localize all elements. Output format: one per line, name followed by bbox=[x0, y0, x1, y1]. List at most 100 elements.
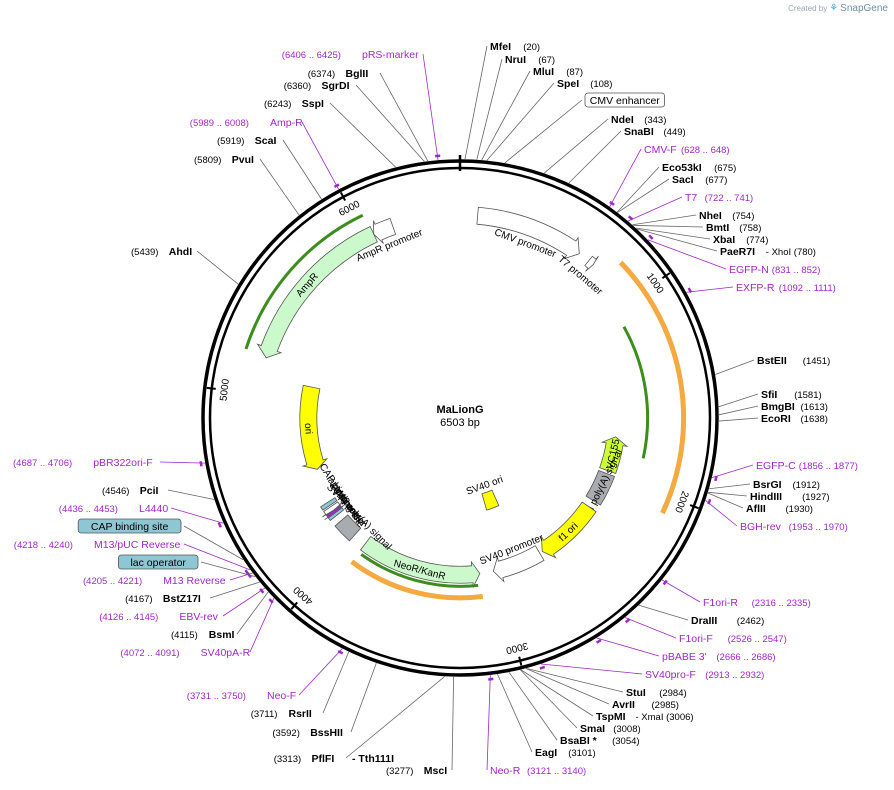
label-paer7i[interactable]: PaeR7I- XhoI (780) bbox=[720, 246, 816, 258]
label-bsmi[interactable]: BsmI(4115) bbox=[171, 629, 235, 641]
label-draiii[interactable]: DraIII(2462) bbox=[691, 615, 764, 627]
label-bmti[interactable]: BmtI(758) bbox=[706, 222, 761, 234]
leader-bsshii bbox=[350, 662, 377, 733]
label-avrii[interactable]: AvrII(2985) bbox=[612, 699, 679, 711]
label-ndei[interactable]: NdeI(343) bbox=[611, 114, 666, 126]
label-bsabi[interactable]: BsaBI *(3054) bbox=[560, 735, 640, 747]
label-f1ori-r[interactable]: F1ori-R(2316 .. 2335) bbox=[703, 597, 811, 609]
feature-sv40-polya[interactable] bbox=[334, 514, 362, 542]
label-pos-m13-puc-reverse: (4218 .. 4240) bbox=[14, 540, 73, 551]
label-pbr322ori-f[interactable]: pBR322ori-F(4687 .. 4706) bbox=[13, 457, 153, 469]
label-bsteii[interactable]: BstEII(1451) bbox=[757, 355, 830, 367]
label-pos-sfii: (1581) bbox=[794, 390, 821, 401]
feature-sv40-promoter[interactable] bbox=[492, 545, 545, 583]
label-hindiii[interactable]: HindIII(1927) bbox=[750, 491, 830, 503]
tick-label: 4000 bbox=[291, 584, 315, 607]
label-neo-f[interactable]: Neo-F(3731 .. 3750) bbox=[187, 690, 296, 702]
label-tspmi[interactable]: TspMI- XmaI (3006) bbox=[596, 711, 694, 723]
feature-cmv-promoter[interactable] bbox=[476, 206, 580, 260]
label-pflfi[interactable]: PflFI(3313)- Tth111I bbox=[274, 753, 394, 765]
label-sfii[interactable]: SfiI(1581) bbox=[761, 389, 822, 401]
label-bmgbi[interactable]: BmgBI(1613) bbox=[761, 401, 828, 413]
label-pbabe-3[interactable]: pBABE 3'(2666 .. 2686) bbox=[662, 651, 776, 663]
label-smai[interactable]: SmaI(3008) bbox=[580, 723, 641, 735]
label-bgh-rev[interactable]: BGH-rev(1953 .. 1970) bbox=[740, 521, 848, 533]
label-bstz17i[interactable]: BstZ17I(4167) bbox=[125, 593, 201, 605]
label-name-rsrii: RsrII bbox=[289, 708, 312, 720]
label-cmv-enhancer[interactable]: CMV enhancer bbox=[584, 92, 665, 108]
label-f1ori-f[interactable]: F1ori-F(2526 .. 2547) bbox=[679, 633, 787, 645]
label-egfp-c[interactable]: EGFP-C(1856 .. 1877) bbox=[756, 460, 858, 472]
label-aflii[interactable]: AflII(1930) bbox=[746, 503, 813, 515]
label-box-cmv-enhancer bbox=[584, 92, 665, 108]
label-spei[interactable]: SpeI(108) bbox=[557, 78, 612, 90]
label-pcii[interactable]: PciI(4546) bbox=[102, 485, 159, 497]
feature-sv40-ori[interactable] bbox=[481, 489, 500, 511]
feature-f1-ori[interactable] bbox=[541, 501, 597, 559]
label-eagi[interactable]: EagI(3101) bbox=[535, 747, 596, 759]
tick-label: 2000 bbox=[672, 489, 690, 514]
label-stui[interactable]: StuI(2984) bbox=[626, 687, 687, 699]
label-msci[interactable]: MscI(3277) bbox=[386, 765, 447, 777]
label-egfp-n[interactable]: EGFP-N(831 .. 852) bbox=[729, 264, 820, 276]
feature-lac-promoter[interactable] bbox=[322, 501, 344, 518]
label-cmv-f[interactable]: CMV-F(628 .. 648) bbox=[644, 144, 730, 156]
label-saci[interactable]: SacI(677) bbox=[672, 174, 727, 186]
label-pos-sgrdi: (6360) bbox=[284, 81, 311, 92]
label-nhei[interactable]: NheI (754) bbox=[699, 210, 754, 222]
label-pvui[interactable]: PvuI(5809) bbox=[194, 154, 254, 166]
label-pos-eagi: (3101) bbox=[568, 748, 595, 759]
label-amp-r[interactable]: Amp-R(5989 .. 6008) bbox=[190, 117, 303, 129]
feature-ampr[interactable] bbox=[256, 225, 378, 359]
label-bglii[interactable]: BglII(6374) bbox=[308, 68, 369, 80]
feature-vc155[interactable] bbox=[599, 436, 629, 474]
label-exfp-r[interactable]: EXFP-R(1092 .. 1111) bbox=[736, 282, 836, 294]
label-name-bsshii: BssHII bbox=[310, 727, 343, 739]
feature-bgh-polya[interactable] bbox=[585, 469, 616, 506]
label-bsrgi[interactable]: BsrGI(1912) bbox=[753, 479, 820, 491]
leader-t7 bbox=[627, 196, 683, 222]
feature-cap-binding-site[interactable] bbox=[320, 497, 338, 511]
label-rsrii[interactable]: RsrII(3711) bbox=[251, 708, 312, 720]
feature-t7-promoter[interactable] bbox=[584, 255, 599, 272]
label-lac-operator-lbl[interactable]: lac operator bbox=[118, 554, 199, 570]
feature-ori[interactable] bbox=[299, 384, 329, 470]
label-mlui[interactable]: MluI(87) bbox=[533, 66, 583, 78]
label-bsshii[interactable]: BssHII(3592) bbox=[272, 727, 343, 739]
label-prs-marker[interactable]: pRS-marker(6406 .. 6425) bbox=[282, 49, 419, 61]
label-name-msci: MscI bbox=[424, 765, 447, 777]
label-scai[interactable]: ScaI(5919) bbox=[217, 135, 276, 147]
label-snabi[interactable]: SnaBI(449) bbox=[624, 126, 686, 138]
label-name-nhei: NheI bbox=[699, 210, 722, 222]
label-name-draiii: DraIII bbox=[691, 615, 717, 627]
leader-sspi bbox=[329, 102, 396, 168]
label-xbai[interactable]: XbaI(774) bbox=[713, 234, 768, 246]
label-nrui[interactable]: NruI(67) bbox=[505, 54, 555, 66]
label-neo-r[interactable]: Neo-R(3121 .. 3140) bbox=[490, 765, 586, 777]
label-m13-puc-reverse[interactable]: M13/pUC Reverse(4218 .. 4240) bbox=[14, 539, 181, 551]
feature-label-t7-promoter: T7 promoter bbox=[556, 254, 605, 298]
feature-lac-operator[interactable] bbox=[327, 507, 345, 522]
label-sspi[interactable]: SspI(6243) bbox=[264, 98, 324, 110]
label-sv40pro-f[interactable]: SV40pro-F(2913 .. 2932) bbox=[645, 669, 764, 681]
label-cap-site-lbl[interactable]: CAP binding site bbox=[77, 518, 182, 534]
label-name-bglii: BglII bbox=[346, 68, 369, 80]
label-sgrdi[interactable]: SgrDI(6360) bbox=[284, 80, 350, 92]
label-name-neo-f: Neo-F bbox=[267, 690, 296, 702]
label-eco53ki[interactable]: Eco53kI(675) bbox=[662, 162, 736, 174]
tick-label: 5000 bbox=[218, 378, 232, 402]
label-sv40pa-r[interactable]: SV40pA-R(4072 .. 4091) bbox=[120, 647, 250, 659]
label-l4440[interactable]: L4440(4436 .. 4453) bbox=[59, 503, 169, 515]
label-ecori[interactable]: EcoRI(1638) bbox=[761, 413, 828, 425]
feature-neo-kanr[interactable] bbox=[359, 535, 481, 589]
label-ahdi[interactable]: AhdI(5439) bbox=[131, 246, 192, 258]
feature-ampr-promoter[interactable] bbox=[373, 217, 397, 244]
leader-msci bbox=[451, 676, 455, 771]
label-mfei[interactable]: MfeI(20) bbox=[490, 41, 540, 53]
tick-mark bbox=[661, 272, 671, 279]
label-m13-reverse[interactable]: M13 Reverse(4205 .. 4221) bbox=[83, 575, 226, 587]
label-ebv-rev[interactable]: EBV-rev(4126 .. 4145) bbox=[99, 611, 218, 623]
label-pos-nhei: (754) bbox=[732, 211, 754, 222]
label-pos-aflii: (1930) bbox=[786, 504, 813, 515]
label-t7[interactable]: T7(722 .. 741) bbox=[685, 192, 753, 204]
